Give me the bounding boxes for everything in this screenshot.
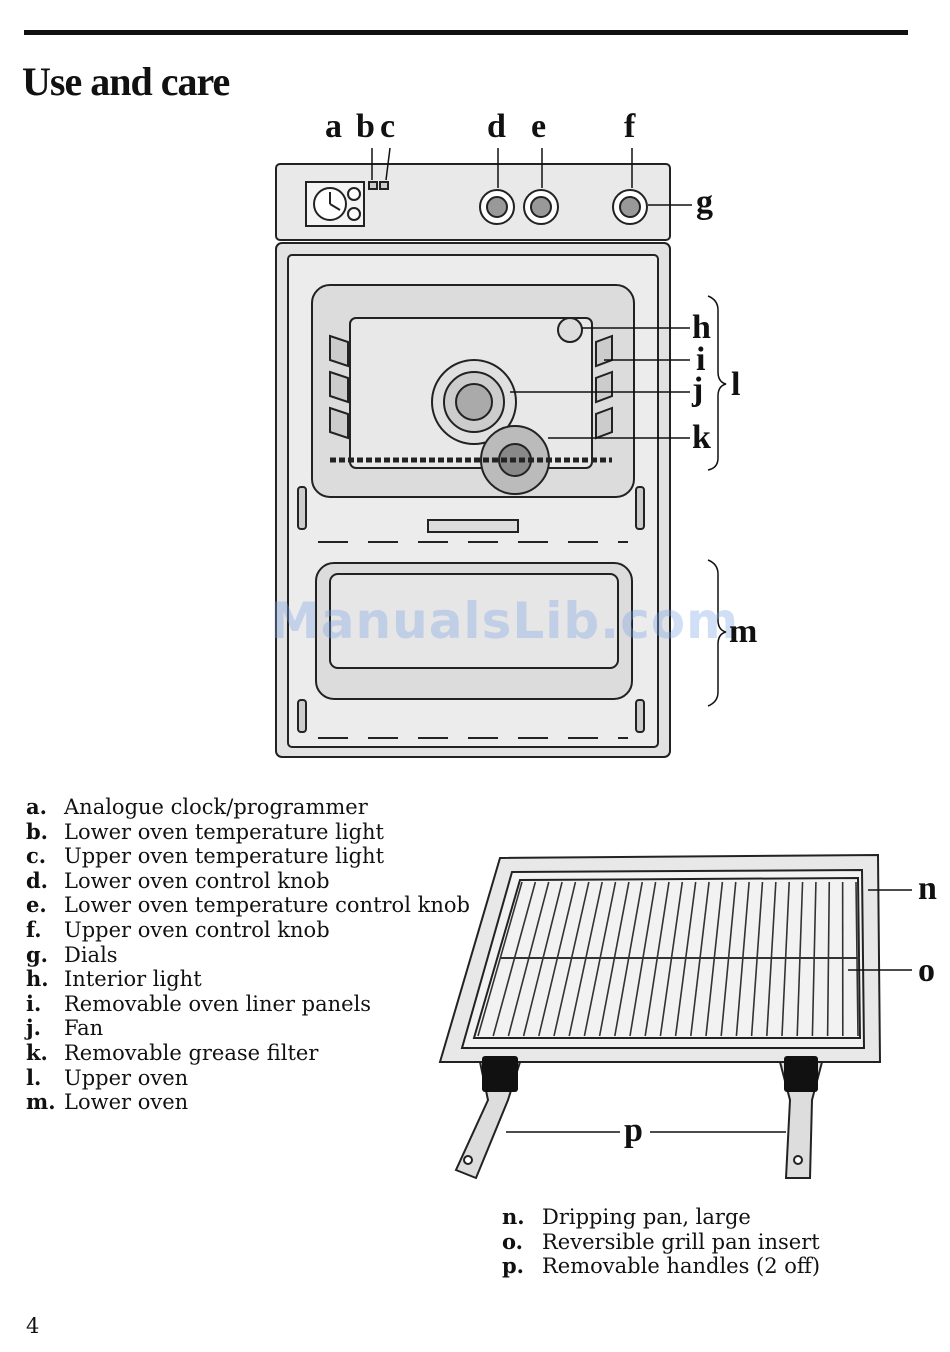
legend-key: g. [26, 941, 48, 967]
legend-main: a. Analogue clock/programmer b. Lower oven… [26, 794, 470, 1115]
callout-l: l [731, 366, 741, 403]
callout-e: e [531, 108, 547, 145]
legend-key: o. [502, 1228, 523, 1254]
legend-key: d. [26, 867, 48, 893]
legend-row: j. Fan [26, 1016, 470, 1041]
legend-key: m. [26, 1089, 56, 1115]
legend-text: Removable handles (2 off) [542, 1254, 821, 1279]
legend-row: k. Removable grease filter [26, 1039, 470, 1066]
callout-b: b [356, 108, 375, 145]
legend-text: Removable oven liner panels [64, 991, 372, 1016]
page-title: Use and care [22, 59, 230, 104]
legend-row: f. Upper oven control knob [26, 916, 470, 943]
legend-text: Dripping pan, large [542, 1205, 751, 1229]
legend-row: m. Lower oven [26, 1090, 470, 1115]
legend-row: c. Upper oven temperature light [26, 844, 470, 869]
legend-key: k. [26, 1039, 48, 1065]
legend-key: c. [26, 843, 47, 869]
legend-pan: n. Dripping pan, large o. Reversible grill… [502, 1204, 820, 1279]
callout-k: k [692, 419, 711, 456]
callout-p: p [624, 1112, 643, 1149]
callout-i: i [696, 341, 706, 378]
legend-key: i. [26, 990, 42, 1016]
legend-key: n. [502, 1204, 525, 1229]
legend-key: l. [26, 1064, 42, 1090]
legend-row: d. Lower oven control knob [26, 867, 470, 894]
callout-a: a [325, 108, 342, 145]
legend-row: p. Removable handles (2 off) [502, 1254, 820, 1279]
callout-f: f [624, 108, 636, 145]
watermark: ManualsLib.com [270, 592, 740, 650]
legend-row: l. Upper oven [26, 1064, 470, 1091]
legend-text: Upper oven [64, 1065, 189, 1090]
callout-n: n [918, 870, 937, 907]
legend-text: Lower oven control knob [64, 868, 330, 893]
legend-text: Lower oven temperature light [64, 819, 384, 844]
legend-key: a. [26, 794, 47, 819]
legend-key: b. [26, 818, 48, 844]
legend-row: h. Interior light [26, 967, 470, 992]
legend-text: Removable grease filter [64, 1040, 319, 1065]
callout-d: d [487, 108, 506, 145]
legend-row: b. Lower oven temperature light [26, 818, 470, 845]
legend-text: Upper oven control knob [64, 917, 330, 942]
legend-row: g. Dials [26, 941, 470, 968]
legend-text: Analogue clock/programmer [64, 795, 368, 819]
legend-row: o. Reversible grill pan insert [502, 1228, 820, 1255]
legend-text: Lower oven [64, 1090, 189, 1115]
legend-row: n. Dripping pan, large [502, 1204, 820, 1230]
callout-c: c [380, 108, 396, 145]
legend-key: j. [26, 1015, 41, 1041]
top-rule [24, 30, 908, 35]
legend-row: a. Analogue clock/programmer [26, 794, 470, 820]
legend-text: Upper oven temperature light [64, 844, 385, 869]
page-number: 4 [26, 1314, 40, 1338]
callout-m: m [729, 613, 758, 650]
legend-text: Interior light [64, 967, 202, 992]
legend-text: Dials [64, 942, 118, 967]
legend-text: Fan [64, 1016, 104, 1041]
callout-h: h [692, 309, 711, 346]
legend-key: e. [26, 892, 47, 918]
callout-g: g [696, 184, 713, 221]
legend-text: Reversible grill pan insert [542, 1229, 820, 1254]
callout-o: o [918, 952, 935, 989]
legend-row: e. Lower oven temperature control knob [26, 893, 470, 918]
callout-j: j [692, 371, 704, 408]
legend-key: h. [26, 966, 49, 992]
legend-row: i. Removable oven liner panels [26, 990, 470, 1017]
legend-text: Lower oven temperature control knob [64, 893, 470, 918]
legend-key: f. [26, 916, 42, 942]
legend-key: p. [502, 1253, 524, 1279]
